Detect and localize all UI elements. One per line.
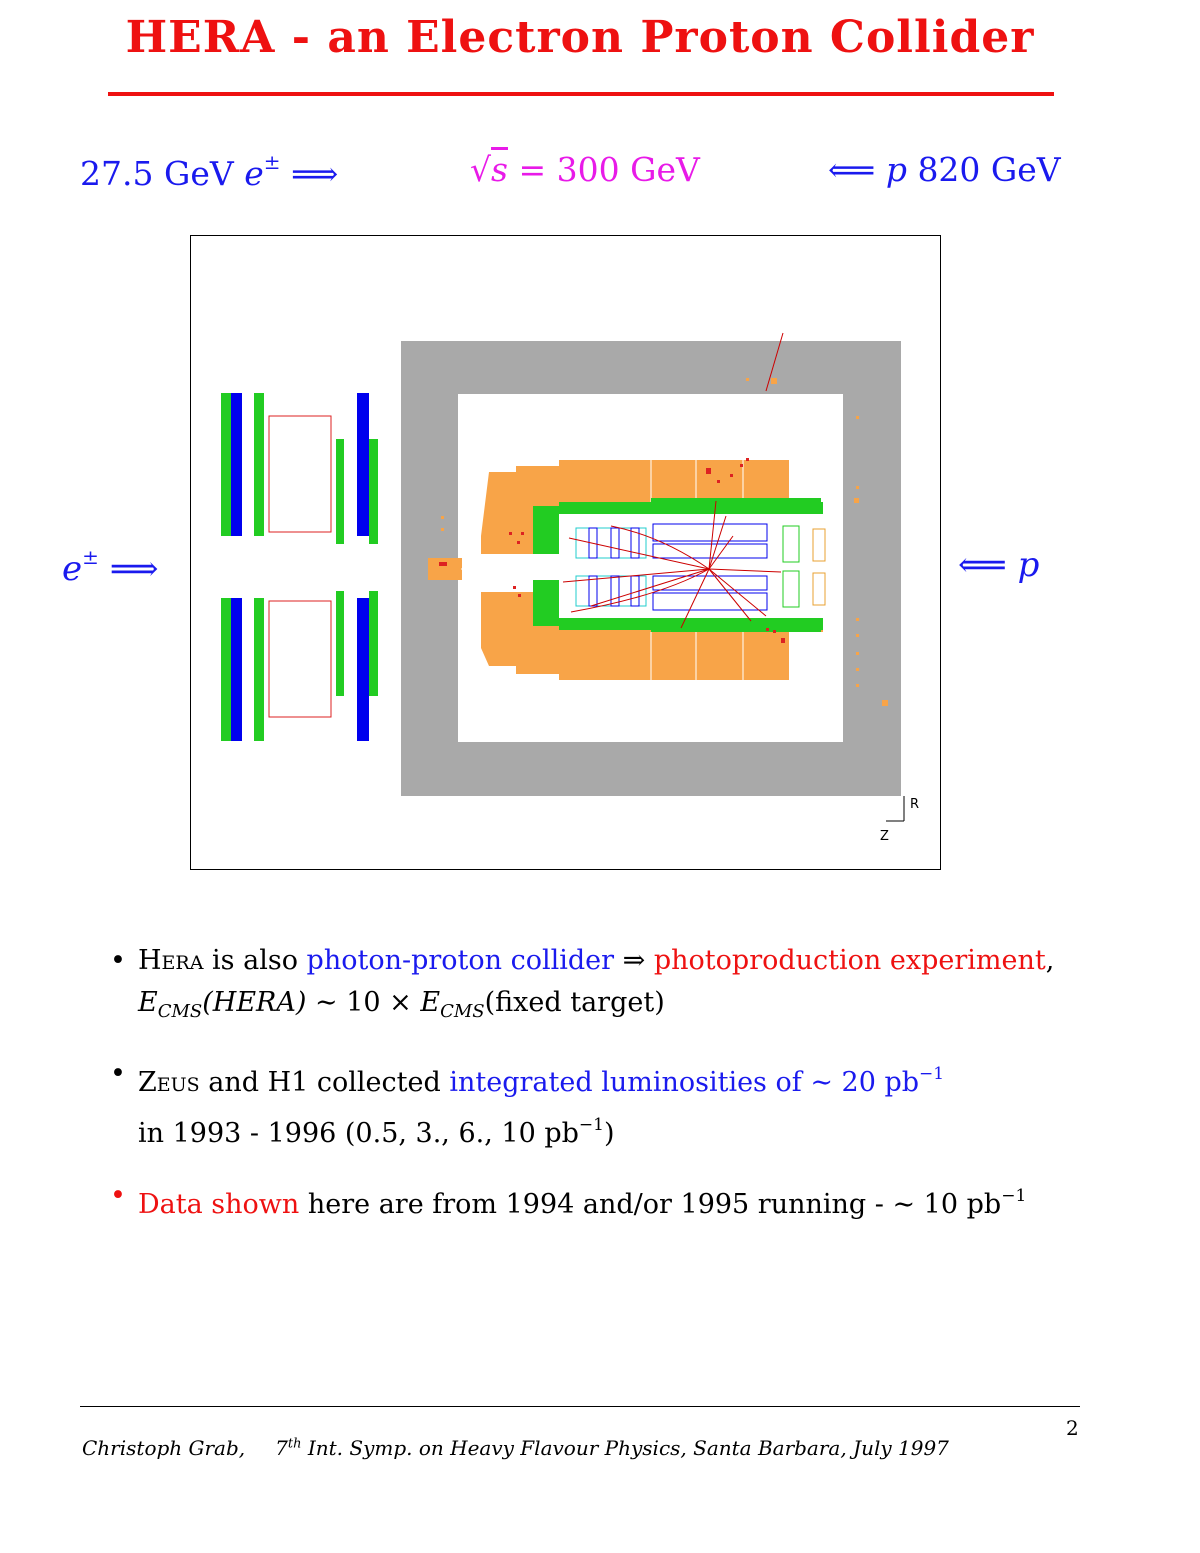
cms-energy-label: √s = 300 GeV: [470, 150, 700, 189]
text-span: ,: [1045, 945, 1055, 976]
superscript: −1: [1001, 1186, 1027, 1206]
text-span: here are from 1994 and/or 1995 running -…: [299, 1189, 1002, 1220]
energy-symbol: E: [138, 987, 158, 1018]
left-arrow-icon: ⟸: [828, 150, 876, 189]
muon-chambers: [559, 498, 823, 632]
superscript: −1: [578, 1115, 604, 1135]
detector-drawing: R Z: [221, 332, 919, 844]
electron-charge: ±: [82, 545, 99, 569]
right-arrow-icon: ⟹: [291, 154, 339, 193]
proton-energy: 820 GeV: [917, 150, 1061, 189]
footer-event: Int. Symp. on Heavy Flavour Physics, San…: [301, 1436, 949, 1460]
electron-symbol: e: [244, 154, 264, 193]
energy-deposits: [439, 458, 785, 643]
footer-ordinal: 7: [275, 1436, 288, 1460]
bullet-list: • Hera is also photon-proton collider ⇒ …: [108, 940, 1108, 1246]
highlight-blue: photon-proton collider: [306, 945, 615, 976]
footer: Christoph Grab, 7th Int. Symp. on Heavy F…: [82, 1436, 949, 1460]
highlight-red: Data shown: [138, 1189, 300, 1220]
cms-subscript: CMS: [440, 1001, 485, 1022]
footer-ordinal-sup: th: [287, 1436, 302, 1452]
bullet-dot: •: [110, 945, 126, 976]
left-arrow-icon: ⟸: [958, 545, 1007, 585]
cms-subscript: CMS: [157, 1001, 203, 1022]
highlight-blue: integrated luminosities of ∼ 20 pb−1: [449, 1064, 945, 1098]
event-tracks: [562, 332, 784, 629]
list-item: • Hera is also photon-proton collider ⇒ …: [108, 940, 1108, 1033]
text-span: (fixed target): [484, 987, 665, 1018]
proton-beam-label: ⟸ p 820 GeV: [828, 150, 1061, 189]
z-axis-label: Z: [880, 829, 889, 844]
footer-author: Christoph Grab,: [82, 1436, 246, 1460]
text-span: ): [603, 1118, 615, 1149]
bullet-dot: •: [110, 1058, 126, 1089]
text-span: is also: [203, 945, 307, 976]
r-axis-label: R: [910, 797, 919, 812]
text-span: (HERA): [202, 987, 307, 1018]
text-span: ⇒: [614, 945, 654, 976]
electron-beam-label: 27.5 GeV e± ⟹: [80, 150, 338, 193]
calorimeter: [428, 460, 823, 680]
zeus-name: Zeus: [138, 1067, 200, 1098]
cms-energy-value: = 300 GeV: [518, 150, 700, 189]
orange-hits: [441, 378, 888, 706]
list-item: • Zeus and H1 collected integrated lumin…: [108, 1053, 1108, 1155]
proton-symbol: p: [1017, 545, 1040, 585]
text-span: integrated luminosities of ∼ 20 pb: [449, 1067, 920, 1098]
text-span: ∼ 10 ×: [306, 987, 421, 1018]
electron-charge: ±: [263, 150, 281, 174]
title-rule: [108, 92, 1054, 96]
text-span: in 1993 - 1996 (0.5, 3., 6., 10 pb: [138, 1118, 579, 1149]
axis-indicator: [886, 796, 905, 822]
bullet-dot: •: [110, 1180, 126, 1211]
right-arrow-icon: ⟹: [109, 549, 159, 589]
sqrt-icon: √: [470, 150, 492, 189]
highlight-red: photoproduction experiment: [653, 945, 1046, 976]
electron-energy: 27.5 GeV: [80, 154, 234, 193]
detector-event-display: R Z: [190, 235, 941, 870]
energy-symbol: E: [420, 987, 441, 1018]
text-span: and H1 collected: [199, 1067, 450, 1098]
list-item: • Data shown here are from 1994 and/or 1…: [108, 1175, 1108, 1226]
footer-rule: [80, 1406, 1080, 1407]
incoming-electron-label: e± ⟹: [62, 545, 158, 589]
page-number: 2: [1066, 1416, 1079, 1440]
proton-symbol: p: [885, 150, 907, 189]
page-title: HERA - an Electron Proton Collider: [125, 12, 1035, 63]
s-symbol: s: [491, 150, 508, 189]
electron-symbol: e: [62, 549, 83, 589]
incoming-proton-label: ⟸ p: [958, 545, 1039, 585]
hera-name: Hera: [138, 945, 204, 976]
superscript: −1: [919, 1064, 945, 1084]
forward-spectrometer: [221, 393, 378, 741]
